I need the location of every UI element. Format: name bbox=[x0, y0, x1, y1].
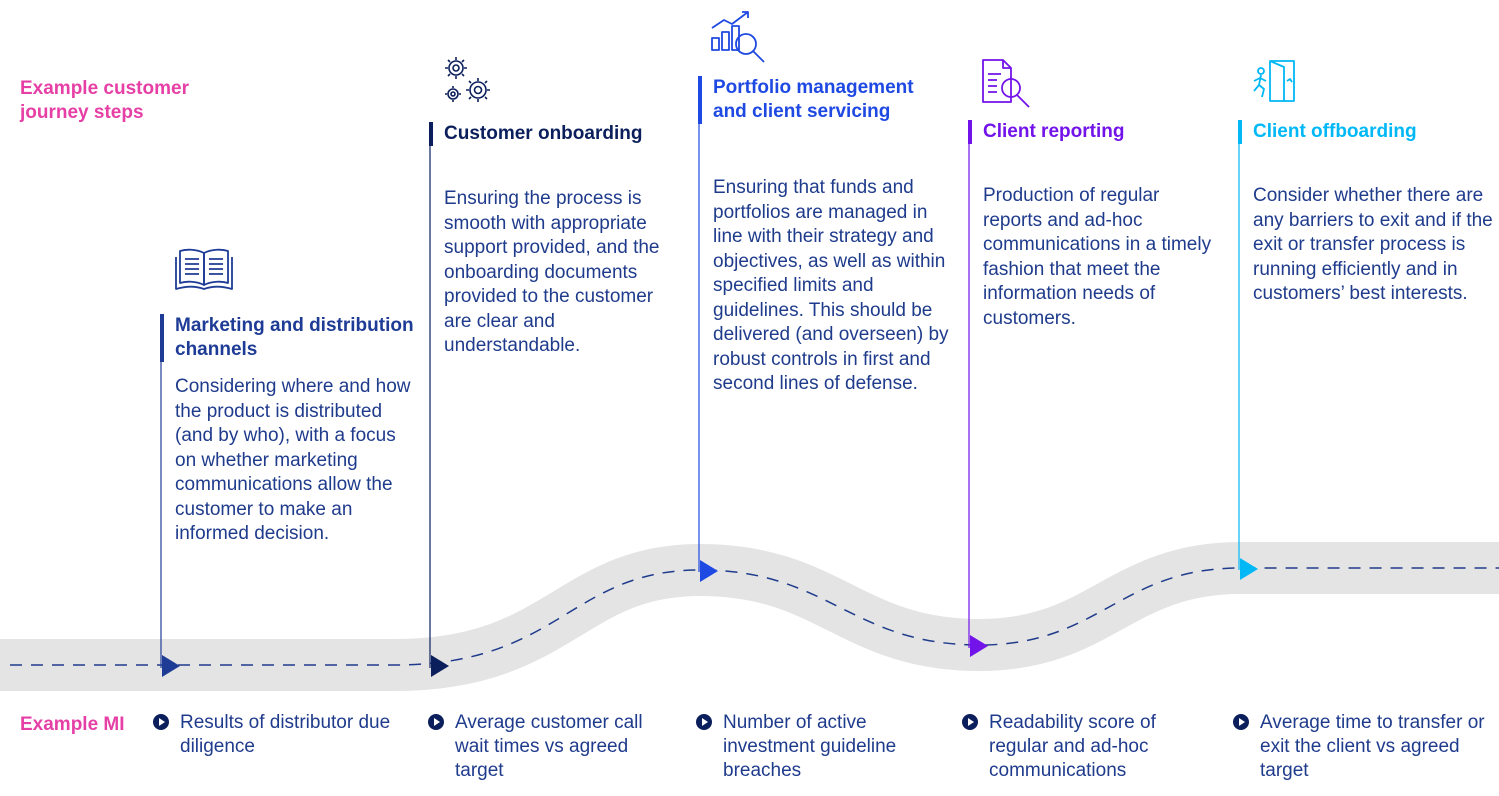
mi-text: Results of distributor due diligence bbox=[180, 712, 391, 757]
step-desc-onboarding: Ensuring the process is smooth with appr… bbox=[444, 188, 660, 356]
road-band bbox=[0, 542, 1499, 691]
mi-item-reporting: Readability score of regular and ad-hoc … bbox=[962, 711, 1209, 783]
mi-item-offboarding: Average time to transfer or exit the cli… bbox=[1233, 711, 1499, 783]
step-title-marketing: Marketing and distribution channels bbox=[160, 314, 435, 362]
step-title-reporting: Client reporting bbox=[968, 120, 1183, 144]
bullet-arrow-icon bbox=[428, 714, 444, 730]
bullet-arrow-icon bbox=[1233, 714, 1249, 730]
marker-arrow-marketing bbox=[162, 655, 180, 677]
step-desc-reporting: Production of regular reports and ad-hoc… bbox=[983, 185, 1212, 329]
mi-item-portfolio: Number of active investment guideline br… bbox=[696, 711, 958, 783]
mi-item-onboarding: Average customer call wait times vs agre… bbox=[428, 711, 670, 783]
gears-icon bbox=[445, 57, 490, 102]
report-search-icon bbox=[982, 59, 1030, 108]
step-desc-portfolio: Ensuring that funds and portfolios are m… bbox=[713, 177, 949, 394]
step-title-offboarding: Client offboarding bbox=[1238, 120, 1453, 144]
step-title-portfolio: Portfolio management and client servicin… bbox=[698, 76, 943, 124]
road-centerline bbox=[10, 567, 1499, 666]
marker-arrow-onboarding bbox=[431, 655, 449, 677]
journey-steps-label: Example customer journey steps bbox=[20, 78, 189, 123]
chart-magnifier-icon bbox=[711, 11, 765, 63]
bullet-arrow-icon bbox=[962, 714, 978, 730]
mi-text: Average customer call wait times vs agre… bbox=[455, 712, 643, 781]
marker-arrow-reporting bbox=[970, 635, 988, 657]
step-desc-marketing: Considering where and how the product is… bbox=[175, 376, 411, 544]
mi-text: Number of active investment guideline br… bbox=[723, 712, 897, 781]
exit-door-icon bbox=[1253, 60, 1295, 102]
marker-arrow-portfolio bbox=[700, 560, 718, 582]
marker-arrow-offboarding bbox=[1240, 558, 1258, 580]
book-icon bbox=[175, 248, 233, 290]
example-mi-label: Example MI bbox=[20, 714, 125, 735]
step-desc-offboarding: Consider whether there are any barriers … bbox=[1253, 185, 1493, 304]
mi-item-marketing: Results of distributor due diligence bbox=[153, 711, 420, 759]
bullet-arrow-icon bbox=[696, 714, 712, 730]
mi-text: Average time to transfer or exit the cli… bbox=[1260, 712, 1485, 781]
bullet-arrow-icon bbox=[153, 714, 169, 730]
step-title-onboarding: Customer onboarding bbox=[429, 122, 654, 146]
mi-text: Readability score of regular and ad-hoc … bbox=[989, 712, 1156, 781]
